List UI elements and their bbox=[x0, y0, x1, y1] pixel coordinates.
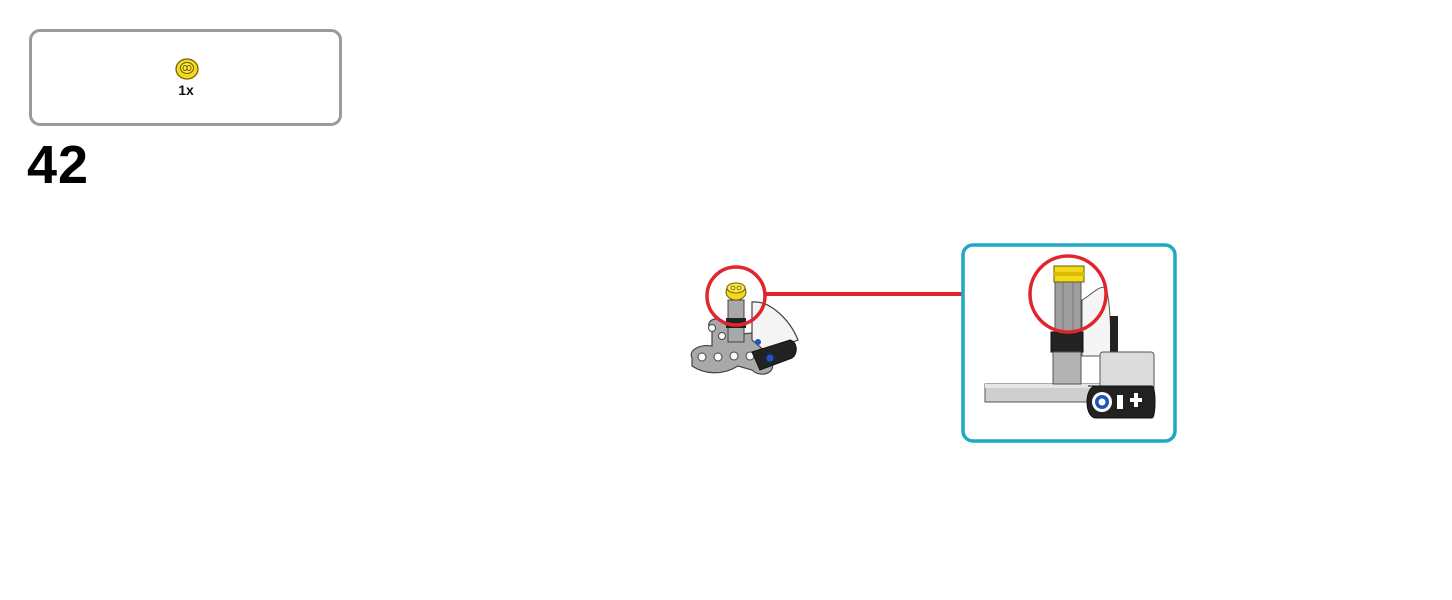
yellow-bush-icon bbox=[175, 58, 199, 80]
assembled-model bbox=[690, 282, 799, 375]
part-quantity: 1x bbox=[178, 82, 194, 98]
parts-list-item: 1x bbox=[170, 56, 210, 100]
step-number: 42 bbox=[27, 135, 90, 195]
callout-circle-large bbox=[1028, 254, 1108, 334]
callout-circle-small bbox=[705, 265, 767, 327]
parts-list-box: 1x bbox=[29, 29, 342, 126]
